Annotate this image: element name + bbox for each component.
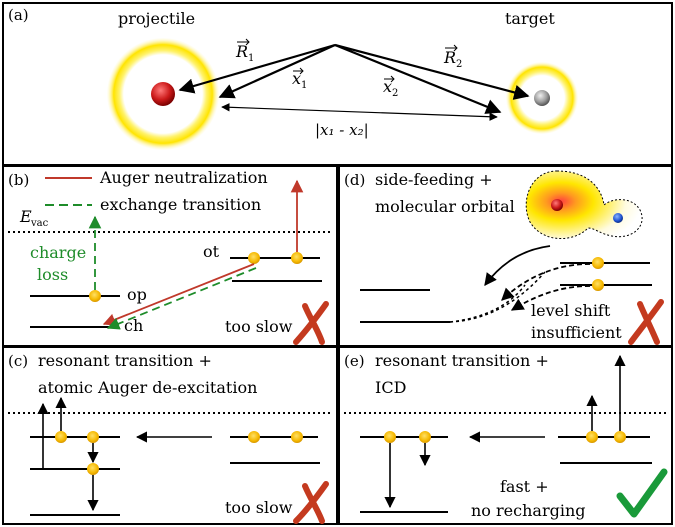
electron-e-4: [614, 431, 626, 443]
electron-ot-1: [248, 252, 260, 264]
panel-c-line2: atomic Auger de-excitation: [38, 378, 257, 397]
panel-e-line1: resonant transition +: [375, 351, 549, 370]
panel-d-line1: side-feeding +: [375, 170, 493, 189]
electron-d-1: [592, 257, 604, 269]
svg-text:1: 1: [248, 53, 254, 64]
electron-e-3: [586, 431, 598, 443]
projectile-label: projectile: [118, 9, 195, 28]
panel-c: (c) resonant transition + atomic Auger d…: [2, 346, 338, 525]
level-shift-curve-2: [449, 271, 546, 323]
panel-b: (b) Auger neutralization exchange transi…: [2, 165, 338, 347]
projectile-core: [151, 82, 175, 106]
panel-a: (a) projectile target R 1 R 2 x 1 x 2: [2, 2, 673, 166]
level-op-label: op: [127, 285, 147, 304]
checkmark-icon: [616, 468, 668, 518]
target-label: target: [505, 9, 555, 28]
panel-b-label: (b): [8, 171, 29, 189]
electron-c-3: [87, 463, 99, 475]
charge-loss-line2: loss: [37, 265, 68, 284]
level-ch-label: ch: [124, 316, 143, 335]
x1-arrow: [218, 43, 336, 99]
feeding-arrow-dashed-1: [501, 263, 591, 301]
svg-text:1: 1: [301, 80, 307, 91]
electron-ot-2: [291, 252, 303, 264]
legend-exchange-text: exchange transition: [100, 195, 261, 214]
panel-d-label: (d): [344, 171, 365, 189]
electron-e-2: [419, 431, 431, 443]
svg-text:R: R: [443, 48, 456, 67]
svg-text:2: 2: [392, 88, 398, 99]
target-core: [534, 90, 550, 106]
panel-e-label: (e): [344, 352, 365, 370]
feeding-arrow-dashed-2: [510, 285, 591, 311]
cross-icon: [628, 299, 664, 345]
panel-d-line2: molecular orbital: [375, 197, 515, 216]
svg-text:x: x: [292, 69, 301, 88]
panel-e: (e) resonant transition + ICD fast + no …: [338, 346, 673, 525]
R1-label: R 1: [235, 38, 254, 64]
panel-b-verdict: too slow: [225, 317, 293, 336]
level-shift-line2: insufficient: [531, 323, 622, 342]
svg-text:R: R: [235, 42, 248, 61]
x1-label: x 1: [292, 67, 307, 91]
svg-text:x: x: [383, 77, 392, 96]
distance-arrow: [221, 103, 498, 121]
R1-arrow: [178, 43, 336, 94]
electron-c-5: [291, 431, 303, 443]
R2-label: R 2: [443, 44, 462, 70]
cross-icon: [293, 481, 329, 524]
panel-d-border: [338, 165, 673, 347]
electron-c-4: [248, 431, 260, 443]
panel-e-verdict-line2: no recharging: [471, 501, 586, 520]
electron-op: [89, 290, 101, 302]
electron-e-1: [384, 431, 396, 443]
evac-label: E vac: [19, 207, 49, 229]
electron-d-2: [592, 279, 604, 291]
exchange-arrow: [106, 267, 257, 330]
panel-e-verdict-line1: fast +: [500, 477, 549, 496]
feeding-arrow-solid: [484, 245, 551, 287]
svg-text:E: E: [19, 207, 32, 226]
molecular-core-red: [551, 199, 563, 211]
x2-arrow: [334, 43, 502, 114]
level-shift-curve-1: [449, 284, 526, 323]
molecular-core-blue: [613, 213, 623, 223]
panel-e-border: [338, 346, 673, 525]
distance-label: |x₁ - x₂|: [315, 121, 369, 139]
charge-loss-line1: charge: [30, 243, 86, 262]
electron-c-1: [55, 431, 67, 443]
panel-c-label: (c): [8, 352, 28, 370]
auger-neutralization-arrow: [102, 263, 255, 326]
panel-d: (d) side-feeding + molecular orbital lev…: [338, 165, 673, 347]
molecular-orbital-outline: [525, 170, 643, 240]
svg-text:vac: vac: [30, 218, 49, 229]
svg-text:2: 2: [456, 59, 462, 70]
panel-a-label: (a): [8, 6, 29, 24]
panel-e-line2: ICD: [375, 378, 406, 397]
panel-c-border: [2, 346, 338, 525]
level-shift-line1: level shift: [531, 301, 611, 320]
molecular-orbital-graphic: [525, 170, 643, 240]
electron-c-2: [87, 431, 99, 443]
panel-c-verdict: too slow: [225, 498, 293, 517]
level-ot-label: ot: [203, 242, 220, 261]
x2-label: x 2: [383, 75, 398, 99]
legend-auger-text: Auger neutralization: [99, 168, 268, 187]
R2-arrow: [334, 43, 530, 100]
panel-c-line1: resonant transition +: [38, 351, 212, 370]
cross-icon: [293, 301, 329, 345]
